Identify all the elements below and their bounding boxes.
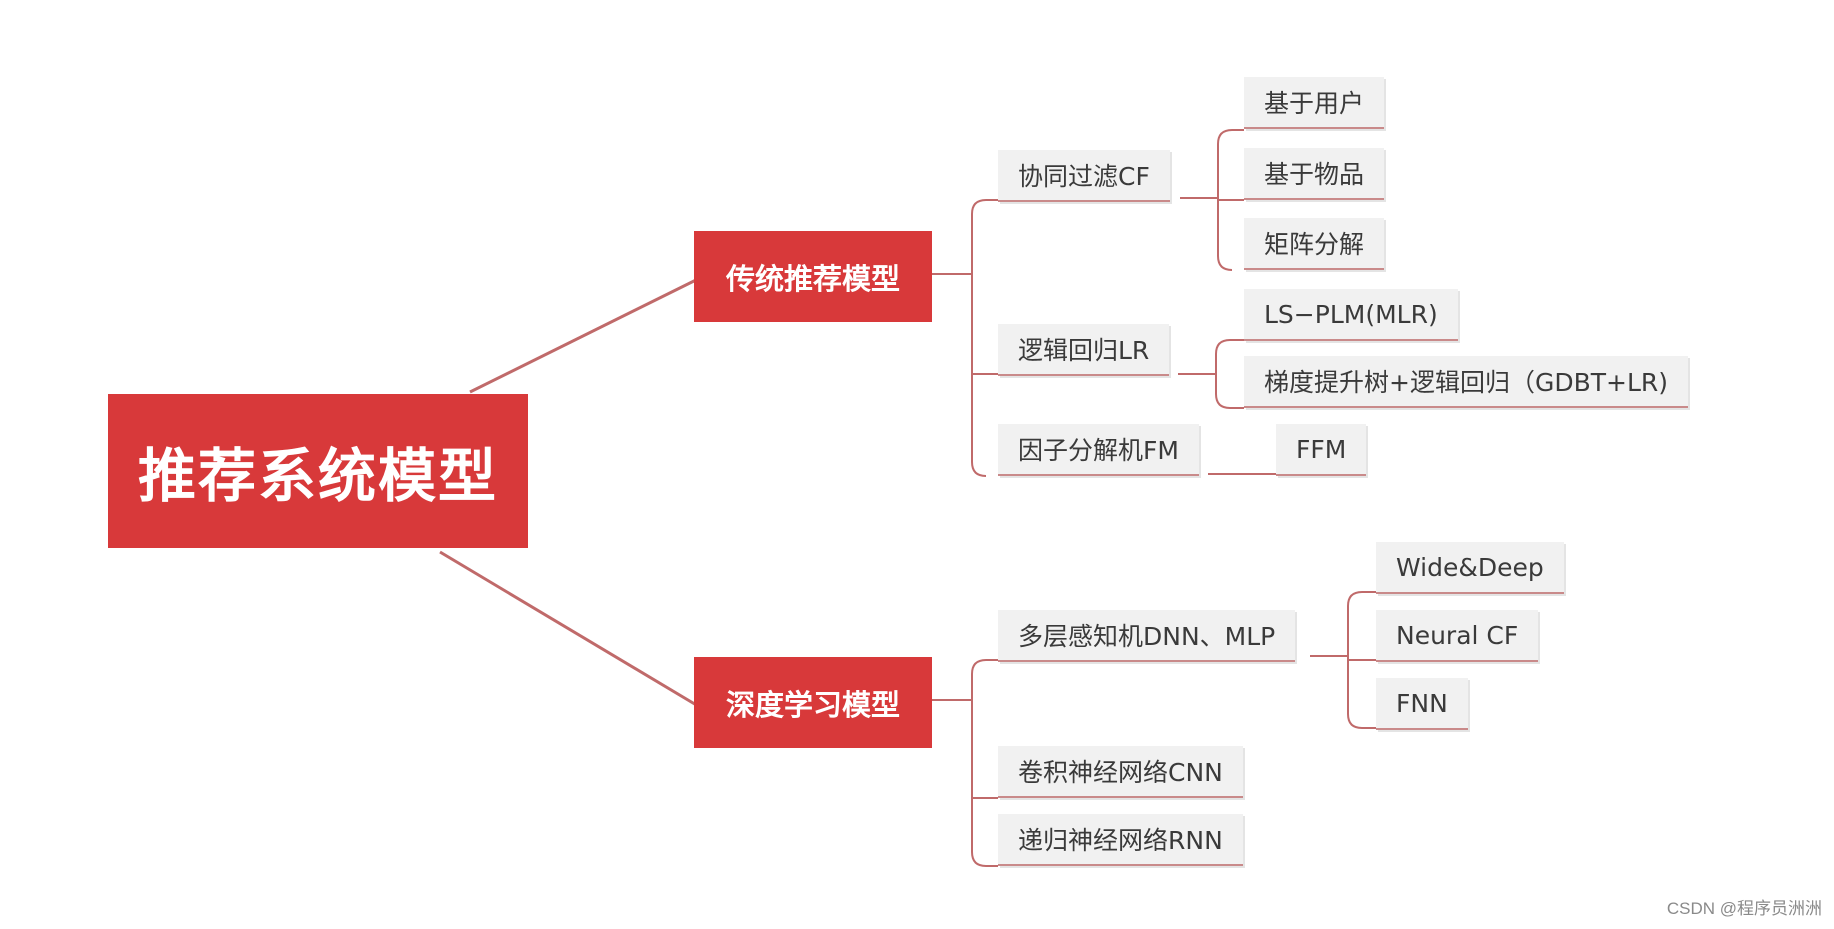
node-neural-cf[interactable]: Neural CF	[1376, 610, 1539, 662]
branch-traditional[interactable]: 传统推荐模型	[694, 231, 932, 322]
connector-cf-children	[1180, 129, 1244, 271]
node-rnn[interactable]: 递归神经网络RNN	[998, 814, 1243, 866]
node-collaborative-filtering[interactable]: 协同过滤CF	[998, 150, 1170, 202]
connector-root-traditional	[469, 277, 699, 394]
node-ffm[interactable]: FFM	[1276, 424, 1367, 476]
node-dnn-mlp[interactable]: 多层感知机DNN、MLP	[998, 610, 1296, 662]
node-gbdt-lr[interactable]: 梯度提升树+逻辑回归（GDBT+LR)	[1244, 356, 1688, 408]
node-user-based[interactable]: 基于用户	[1244, 77, 1385, 129]
connector-dnn-children	[1310, 591, 1376, 729]
node-logistic-regression[interactable]: 逻辑回归LR	[998, 324, 1170, 376]
connector-root-deep	[439, 550, 699, 708]
root-node[interactable]: 推荐系统模型	[108, 394, 528, 548]
branch-deep-learning[interactable]: 深度学习模型	[694, 657, 932, 748]
node-matrix-factorization[interactable]: 矩阵分解	[1244, 218, 1385, 270]
node-item-based[interactable]: 基于物品	[1244, 148, 1385, 200]
connector-deep-spine	[930, 659, 998, 867]
node-cnn[interactable]: 卷积神经网络CNN	[998, 746, 1243, 798]
connector-traditional-spine	[930, 199, 998, 477]
node-ls-plm[interactable]: LS−PLM(MLR)	[1244, 289, 1458, 341]
csdn-watermark: CSDN @程序员洲洲	[1666, 899, 1822, 918]
connector-lr-children	[1178, 339, 1244, 409]
node-fnn[interactable]: FNN	[1376, 678, 1468, 730]
node-wide-deep[interactable]: Wide&Deep	[1376, 542, 1564, 594]
node-factorization-machine[interactable]: 因子分解机FM	[998, 424, 1199, 476]
